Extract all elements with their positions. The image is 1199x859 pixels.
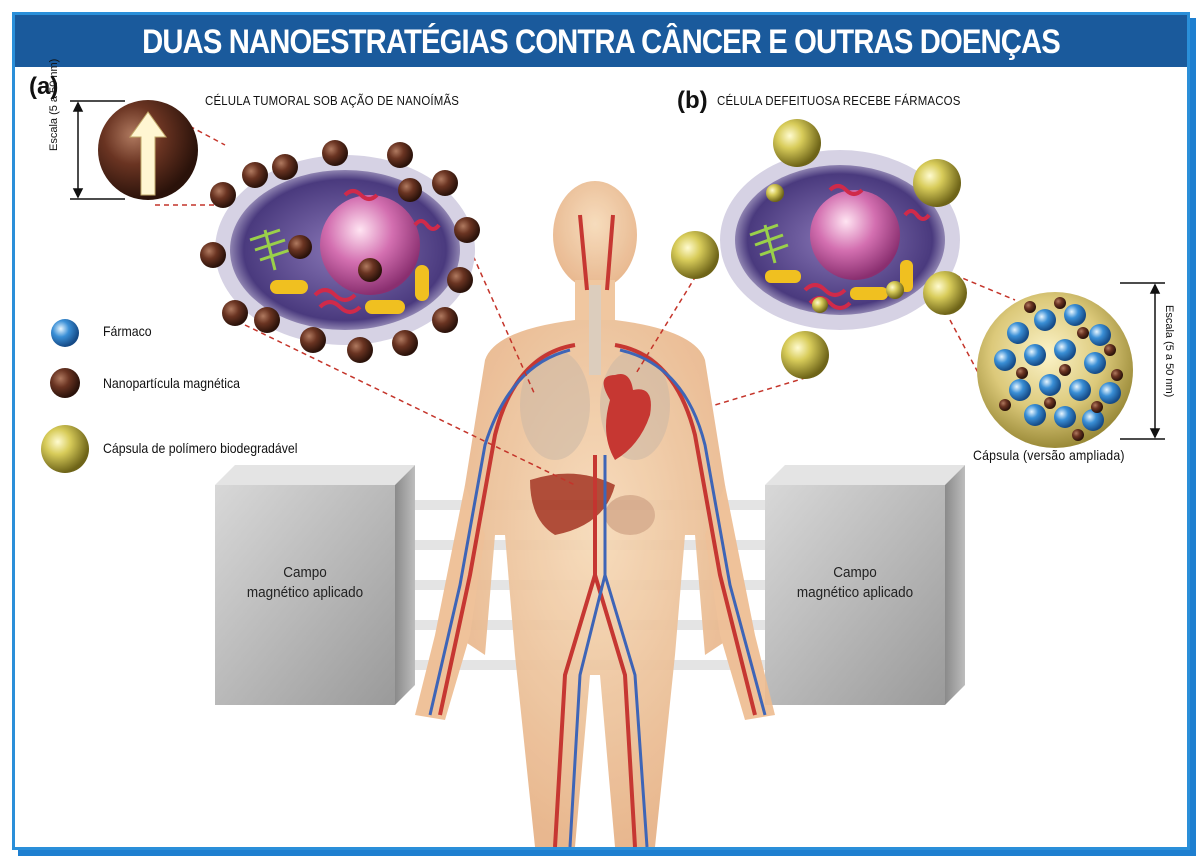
legend-icons — [41, 319, 89, 473]
magnetic-nanoparticle-icon — [50, 368, 80, 398]
panel-a-caption: CÉLULA TUMORAL SOB AÇÃO DE NANOÍMÃS — [205, 93, 459, 108]
capsule-caption: Cápsula (versão ampliada) — [973, 447, 1125, 463]
field-label-left: Campo magnético aplicado — [215, 563, 395, 603]
legend-drug-label: Fármaco — [103, 323, 152, 339]
figure-frame: DUAS NANOESTRATÉGIAS CONTRA CÂNCER E OUT… — [12, 12, 1190, 850]
field-right-line1: Campo — [765, 563, 945, 583]
panel-b-caption: CÉLULA DEFEITUOSA RECEBE FÁRMACOS — [717, 93, 961, 108]
field-left-line1: Campo — [215, 563, 395, 583]
field-label-right: Campo magnético aplicado — [765, 563, 945, 603]
legend-nanoparticle-label: Nanopartícula magnética — [103, 375, 240, 391]
magnetic-nanoparticle-enlarged — [98, 100, 198, 200]
scale-label-a: Escala (5 a 50 nm) — [48, 59, 60, 151]
polymer-capsule-icon — [41, 425, 89, 473]
illustration — [15, 15, 1187, 847]
drug-icon — [51, 319, 79, 347]
capsule-enlarged — [977, 292, 1133, 448]
panel-b-label: (b) — [677, 87, 708, 115]
field-left-line2: magnético aplicado — [215, 583, 395, 603]
scale-label-b: Escala (5 a 50 nm) — [1163, 305, 1175, 397]
legend-capsule-label: Cápsula de polímero biodegradável — [103, 440, 298, 456]
field-right-line2: magnético aplicado — [765, 583, 945, 603]
